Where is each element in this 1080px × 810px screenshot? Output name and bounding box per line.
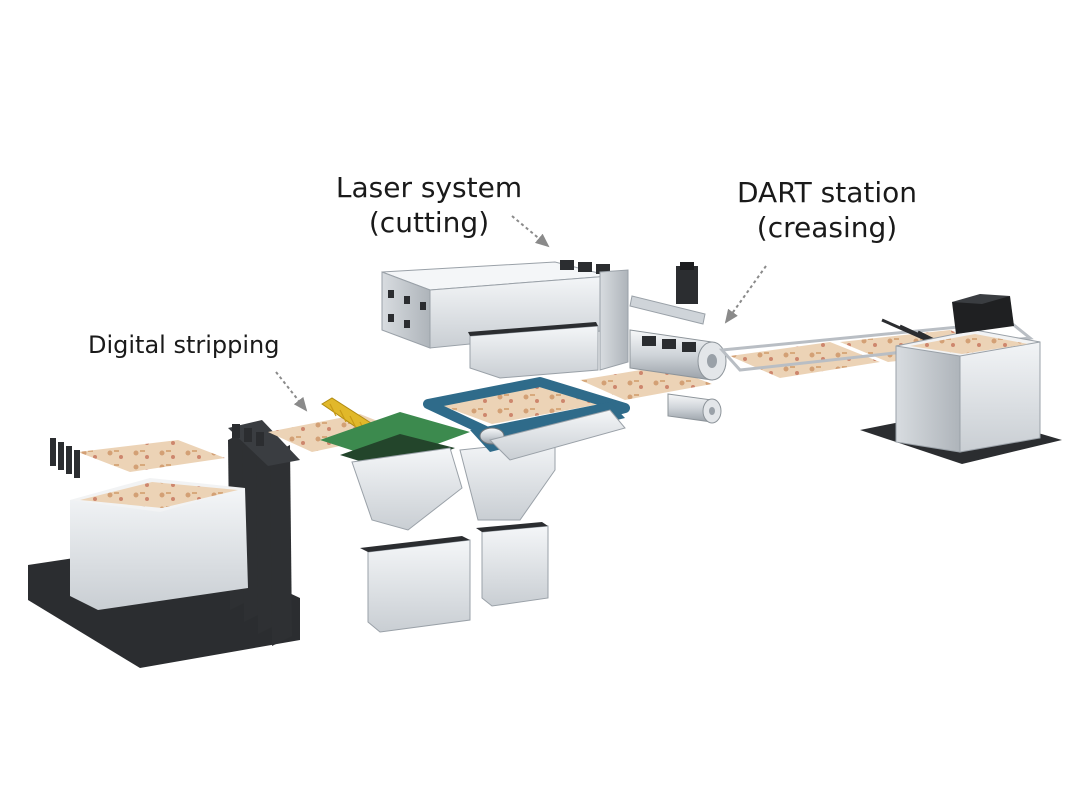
laser-callout-arrow	[511, 215, 550, 248]
laser-system-label: Laser system (cutting)	[318, 170, 540, 240]
stripping-clamps	[232, 424, 264, 446]
dart-roller-hub	[707, 354, 717, 368]
delivery-module	[718, 294, 1062, 464]
waste-hopper-left	[351, 447, 463, 531]
dart-station-label-line1: DART station	[736, 176, 917, 209]
laser-system-module	[381, 260, 630, 461]
dart-roller-slots	[642, 336, 696, 352]
waste-bin-right-top	[476, 522, 548, 532]
dart-station-label: DART station (creasing)	[716, 175, 938, 245]
dart-lower-roller-hub	[709, 407, 715, 415]
delivery-control-box	[952, 296, 1014, 334]
sheet-feeder-unit	[28, 430, 300, 668]
laser-conveyor-sheet	[432, 386, 600, 424]
delivery-top-sheet	[910, 334, 1028, 354]
dart-station-label-line2: (creasing)	[756, 211, 898, 244]
conveyor-support	[489, 409, 626, 461]
paper-stack-printed-top	[80, 482, 238, 508]
digital-stripping-module	[228, 397, 556, 633]
output-sheet-1	[730, 342, 880, 378]
callout-arrows	[275, 215, 767, 412]
feeder-lifted-sheet	[78, 440, 225, 472]
waste-bin-right	[481, 525, 549, 607]
laser-top-connectors	[560, 260, 610, 274]
laser-conveyor-belt	[423, 377, 630, 445]
digital-stripping-label-line1: Digital stripping	[88, 331, 280, 359]
dart-station-module	[580, 262, 727, 424]
laser-system-label-line1: Laser system	[335, 171, 523, 204]
laser-tower	[599, 269, 629, 371]
dart-actuator-cap	[680, 262, 694, 270]
stripping-callout-arrow	[275, 371, 308, 412]
waste-bin-left	[367, 539, 471, 633]
feeder-pickup-arms	[50, 438, 80, 478]
laser-system-label-line2: (cutting)	[368, 206, 490, 239]
dart-callout-arrow	[724, 265, 767, 324]
dart-actuator	[676, 266, 698, 304]
digital-stripping-label: Digital stripping	[88, 330, 300, 360]
waste-bin-left-top	[360, 536, 470, 552]
delivery-control-box-top	[952, 294, 1010, 304]
laser-tube-ends	[388, 290, 426, 328]
laser-cutting-box-top	[468, 322, 598, 336]
dart-rail	[629, 295, 706, 325]
paper-stack-front	[70, 488, 248, 610]
